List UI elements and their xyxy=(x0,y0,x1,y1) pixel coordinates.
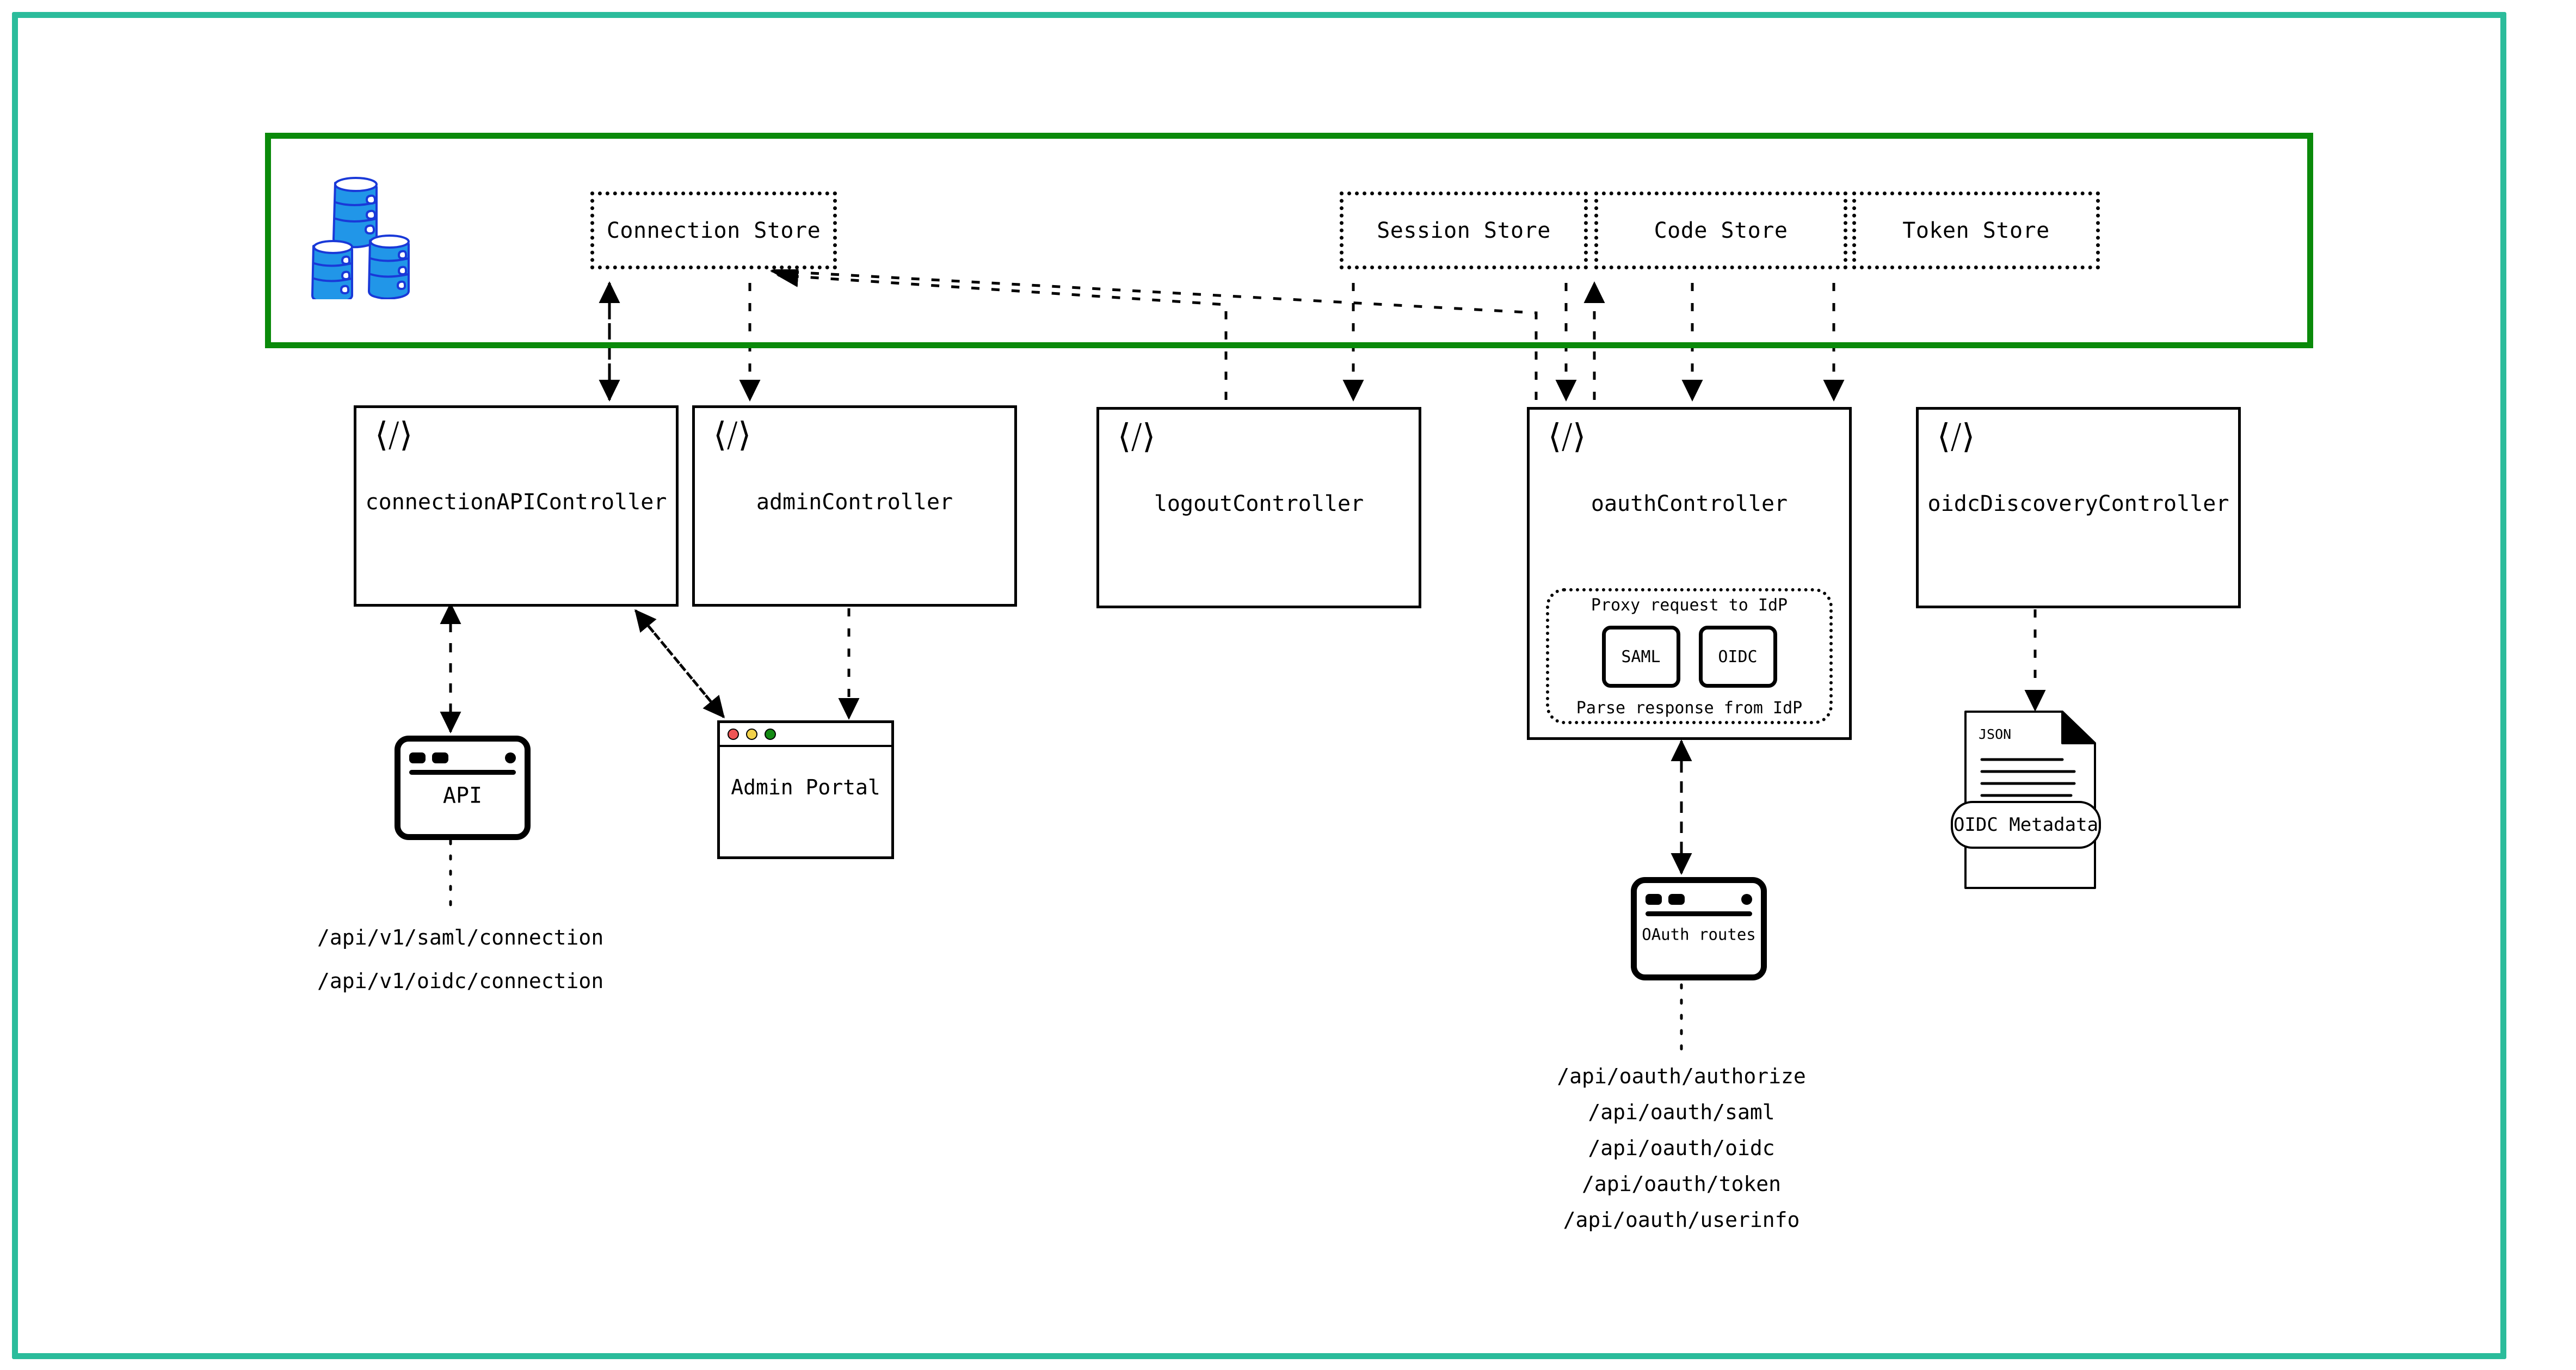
api-window-rule xyxy=(409,770,516,775)
titlebar-bar-1 xyxy=(409,752,426,763)
oidc-chip[interactable]: OIDC xyxy=(1698,626,1777,688)
api-window-label: API xyxy=(442,783,483,809)
oauth-routes-window-icon[interactable]: OAuth routes xyxy=(1631,877,1767,980)
controller-connection-api[interactable]: ⟨/⟩ connectionAPIController xyxy=(354,405,679,607)
database-stack-icon xyxy=(305,174,430,304)
code-icon: ⟨/⟩ xyxy=(375,415,413,454)
traffic-light-green xyxy=(765,728,776,740)
titlebar-dot xyxy=(1741,894,1752,905)
code-icon: ⟨/⟩ xyxy=(713,415,751,454)
route-item: /api/v1/oidc/connection xyxy=(317,969,604,993)
oauth-window-label: OAuth routes xyxy=(1642,925,1756,944)
connection-api-route-list: /api/v1/saml/connection /api/v1/oidc/con… xyxy=(317,919,698,999)
controller-label: logoutController xyxy=(1154,491,1364,516)
store-label: Session Store xyxy=(1377,218,1551,243)
controller-label: oauthController xyxy=(1591,491,1788,516)
json-type-label: JSON xyxy=(1979,726,2011,742)
oauth-window-rule xyxy=(1646,911,1752,916)
route-item: /api/v1/saml/connection xyxy=(317,925,604,949)
parse-response-caption: Parse response from IdP xyxy=(1576,699,1803,718)
store-label: Code Store xyxy=(1654,218,1788,243)
outer-boundary-frame xyxy=(12,12,2506,1359)
oauth-route-list: /api/oauth/authorize /api/oauth/saml /ap… xyxy=(1518,1058,1845,1238)
controller-oidc-discovery[interactable]: ⟨/⟩ oidcDiscoveryController xyxy=(1916,407,2241,608)
titlebar-bar-2 xyxy=(432,752,448,763)
saml-chip[interactable]: SAML xyxy=(1601,626,1680,688)
store-box-token[interactable]: Token Store xyxy=(1852,192,2100,269)
route-item: /api/oauth/saml xyxy=(1588,1100,1775,1124)
controller-label: adminController xyxy=(756,490,953,515)
titlebar-dot xyxy=(505,752,516,763)
code-icon: ⟨/⟩ xyxy=(1937,416,1975,456)
oauth-window-titlebar xyxy=(1646,891,1752,909)
admin-portal-window-icon[interactable]: Admin Portal xyxy=(717,720,894,859)
api-window-titlebar xyxy=(409,749,516,768)
idp-chip-group: SAML OIDC xyxy=(1601,626,1777,688)
store-box-connection[interactable]: Connection Store xyxy=(590,192,837,269)
code-icon: ⟨/⟩ xyxy=(1118,416,1156,456)
traffic-light-yellow xyxy=(746,728,757,740)
store-label: Token Store xyxy=(1902,218,2050,243)
store-box-code[interactable]: Code Store xyxy=(1594,192,1847,269)
route-item: /api/oauth/token xyxy=(1581,1172,1782,1196)
route-item: /api/oauth/userinfo xyxy=(1563,1208,1800,1232)
controller-admin[interactable]: ⟨/⟩ adminController xyxy=(692,405,1017,607)
oidc-chip-label: OIDC xyxy=(1718,647,1758,667)
store-label: Connection Store xyxy=(606,218,821,243)
oidc-metadata-document-icon[interactable]: JSON OIDC Metadata xyxy=(1951,707,2117,892)
route-item: /api/oauth/authorize xyxy=(1557,1064,1806,1088)
api-window-icon[interactable]: API xyxy=(395,736,531,840)
idp-proxy-panel: Proxy request to IdP SAML OIDC Parse res… xyxy=(1546,588,1833,724)
oidc-metadata-pill: OIDC Metadata xyxy=(1951,801,2101,849)
admin-window-titlebar xyxy=(720,723,891,747)
code-icon: ⟨/⟩ xyxy=(1548,416,1586,456)
controller-label: connectionAPIController xyxy=(365,490,667,515)
titlebar-bar-2 xyxy=(1668,894,1685,905)
route-item: /api/oauth/oidc xyxy=(1588,1136,1775,1160)
titlebar-bar-1 xyxy=(1646,894,1662,905)
proxy-request-caption: Proxy request to IdP xyxy=(1591,596,1788,615)
controller-logout[interactable]: ⟨/⟩ logoutController xyxy=(1096,407,1421,608)
saml-chip-label: SAML xyxy=(1621,647,1661,667)
admin-window-label: Admin Portal xyxy=(731,775,880,799)
controller-oauth[interactable]: ⟨/⟩ oauthController Proxy request to IdP… xyxy=(1527,407,1852,740)
store-box-session[interactable]: Session Store xyxy=(1340,192,1588,269)
traffic-light-red xyxy=(728,728,739,740)
controller-label: oidcDiscoveryController xyxy=(1927,491,2229,516)
oidc-metadata-label: OIDC Metadata xyxy=(1953,814,2099,836)
